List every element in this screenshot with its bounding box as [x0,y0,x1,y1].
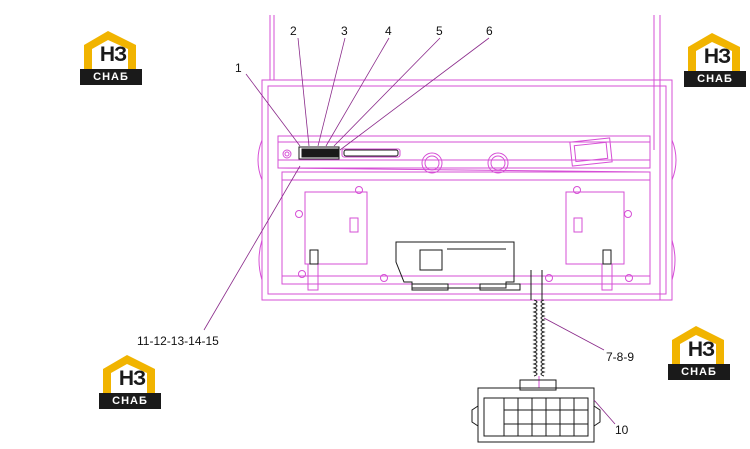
callout-1: 1 [235,61,242,75]
logo-mark-text: НЗ [687,338,715,361]
watermark-logo-bottom-left: НЗ СНАБ [99,353,161,411]
logo-mark-text: НЗ [703,45,731,68]
callout-10: 10 [615,423,629,437]
logo-word-text: СНАБ [80,69,142,85]
logo-word-text: СНАБ [684,71,746,87]
watermark-logo-top-right: НЗ СНАБ [684,31,746,89]
fuse-box [471,379,601,443]
callout-4: 4 [385,24,392,38]
callout-7-8-9: 7-8-9 [606,350,634,364]
logo-mark-text: НЗ [118,367,146,390]
callout-2: 2 [290,24,297,38]
callout-3: 3 [341,24,348,38]
central-unit [309,241,612,291]
callout-11-15: 11-12-13-14-15 [137,334,219,348]
watermark-logo-top-left: НЗ СНАБ [80,29,142,87]
logo-word-text: СНАБ [668,364,730,380]
panel-outline [257,15,677,301]
logo-roof-icon [103,355,155,393]
logo-roof-icon [84,31,136,69]
logo-roof-icon [688,33,740,71]
logo-word-text: СНАБ [99,393,161,409]
switch-block [298,146,399,160]
leader-lines [203,37,616,425]
callout-6: 6 [486,24,493,38]
watermark-logo-mid-right: НЗ СНАБ [668,324,730,382]
callout-5: 5 [436,24,443,38]
logo-roof-icon [672,326,724,364]
cable-harness [530,270,546,388]
logo-mark-text: НЗ [99,43,127,66]
